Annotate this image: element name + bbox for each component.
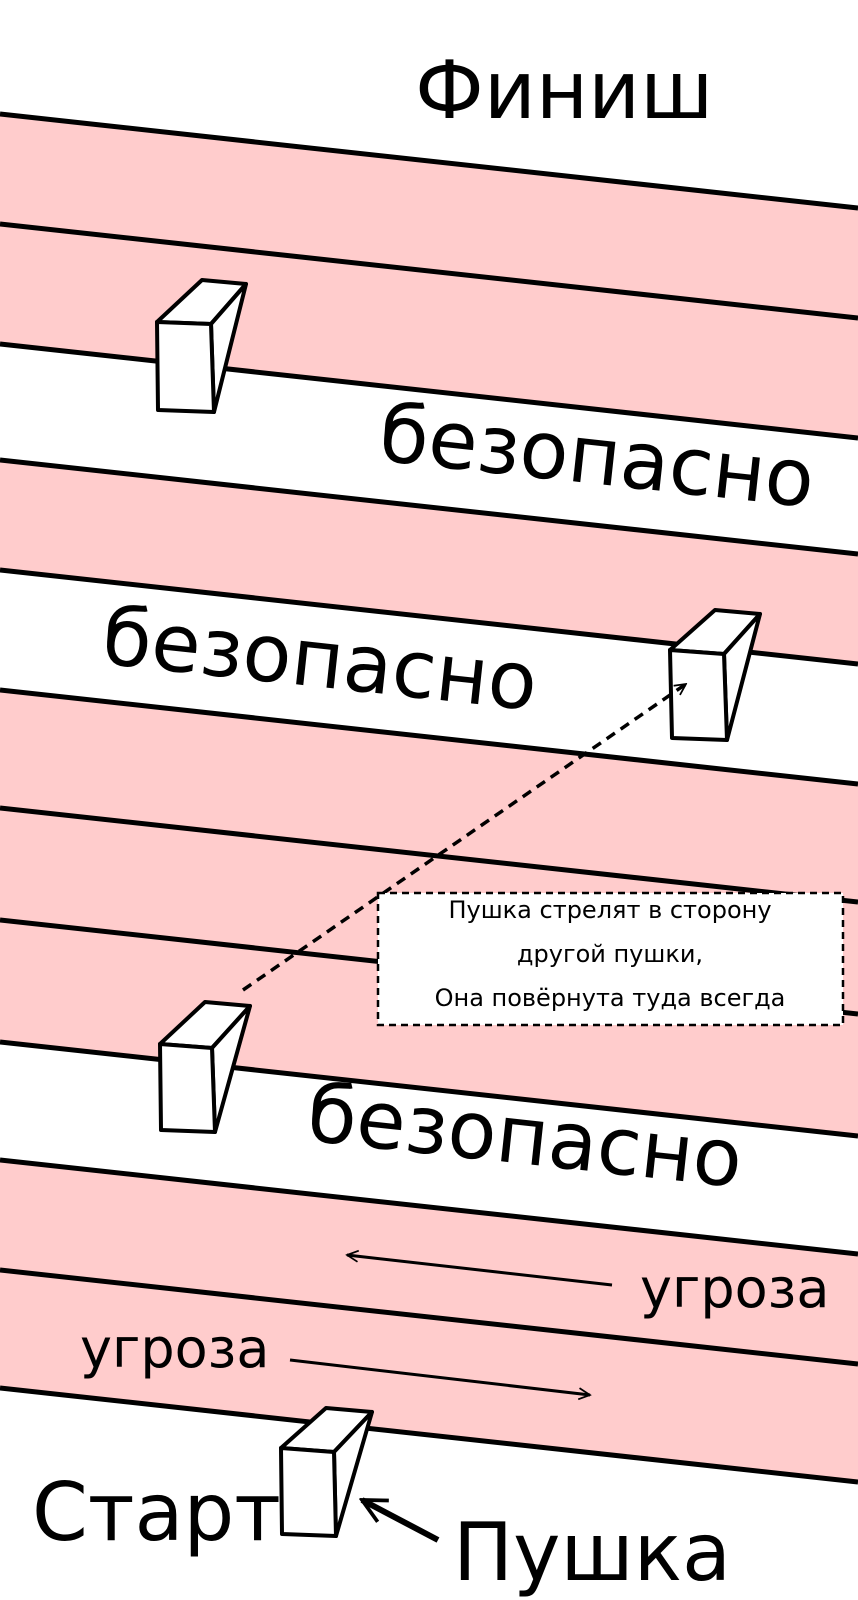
lane-safe-2 — [0, 570, 858, 784]
cannon-mid-right — [668, 608, 762, 742]
lane-border — [0, 111, 858, 211]
lane-border — [0, 221, 858, 321]
threat-arrow-left — [347, 1255, 613, 1287]
lane-danger-6 — [0, 920, 858, 1136]
note-box: Пушка стрелят в сторону другой пушки, Он… — [376, 891, 845, 1027]
shot-trajectory-arrow — [242, 682, 686, 992]
note-line-3: Она повёрнута туда всегда — [435, 984, 786, 1012]
lane-danger-4 — [0, 690, 858, 902]
finish-label: Финиш — [415, 44, 713, 137]
lane-border — [0, 1157, 858, 1257]
lane-border — [0, 1385, 858, 1485]
cannon-pointer-arrow — [362, 1497, 440, 1543]
cannon-label: Пушка — [453, 1506, 731, 1599]
lane-border — [0, 805, 858, 905]
lane-danger-7 — [0, 1160, 858, 1364]
lane-border — [0, 1267, 858, 1367]
lane-border — [0, 687, 858, 787]
threat-label-left: угроза — [80, 1317, 269, 1380]
threat-label-right: угроза — [640, 1257, 829, 1320]
lane-danger-1 — [0, 114, 858, 318]
note-line-1: Пушка стрелят в сторону — [448, 896, 771, 924]
lane-danger-3 — [0, 460, 858, 664]
cannon-top-left — [155, 278, 248, 414]
threat-arrow-right — [289, 1358, 590, 1395]
lane-border — [0, 457, 858, 557]
lane-border — [0, 1039, 858, 1139]
lane-border — [0, 341, 858, 441]
start-label: Старт — [32, 1466, 281, 1559]
lane-borders — [0, 111, 858, 1485]
note-line-2: другой пушки, — [517, 940, 703, 968]
cannon-start — [279, 1406, 374, 1538]
cannon-bottom-left — [158, 1000, 252, 1134]
lane-danger-2 — [0, 224, 858, 438]
